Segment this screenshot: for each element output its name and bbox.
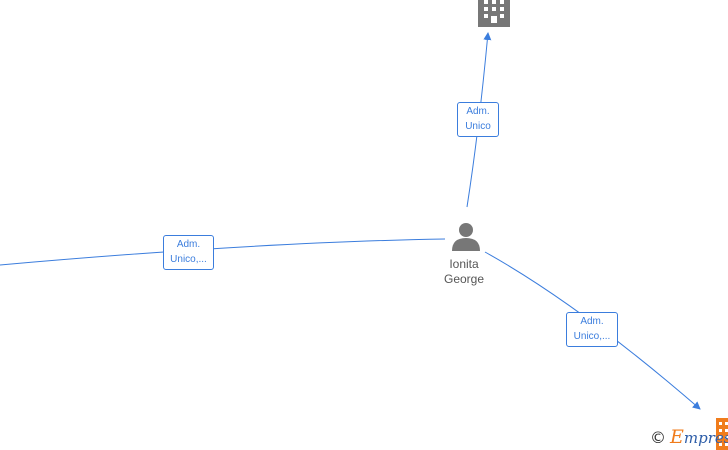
edge-label-top[interactable]: Adm. Unico xyxy=(457,102,499,137)
edge-label-top-line1: Adm. xyxy=(466,106,490,117)
building-icon[interactable] xyxy=(716,418,728,450)
edge-label-left-line2: Unico,... xyxy=(170,254,207,265)
edge-label-left[interactable]: Adm. Unico,... xyxy=(163,235,214,270)
brand-logo: Empresa xyxy=(670,426,728,448)
person-name-line2: George xyxy=(443,272,485,286)
edge-to-left-company xyxy=(0,238,446,266)
person-name-line1: Ionita xyxy=(449,257,479,271)
brand-rest: mpresa xyxy=(683,429,728,447)
edge-label-bottom-right[interactable]: Adm. Unico,... xyxy=(566,312,618,347)
person-name[interactable]: Ionita George xyxy=(424,257,504,287)
edge-label-bottom-right-line1: Adm. xyxy=(580,316,604,327)
edge-label-left-line1: Adm. xyxy=(176,239,201,250)
edge-label-top-line2: Unico xyxy=(465,121,491,132)
building-icon[interactable] xyxy=(478,0,510,27)
copyright-symbol: © xyxy=(650,428,666,447)
edge-label-bottom-right-line2: Unico,... xyxy=(573,331,611,342)
person-icon[interactable] xyxy=(452,223,480,251)
brand-letter: E xyxy=(670,426,684,448)
